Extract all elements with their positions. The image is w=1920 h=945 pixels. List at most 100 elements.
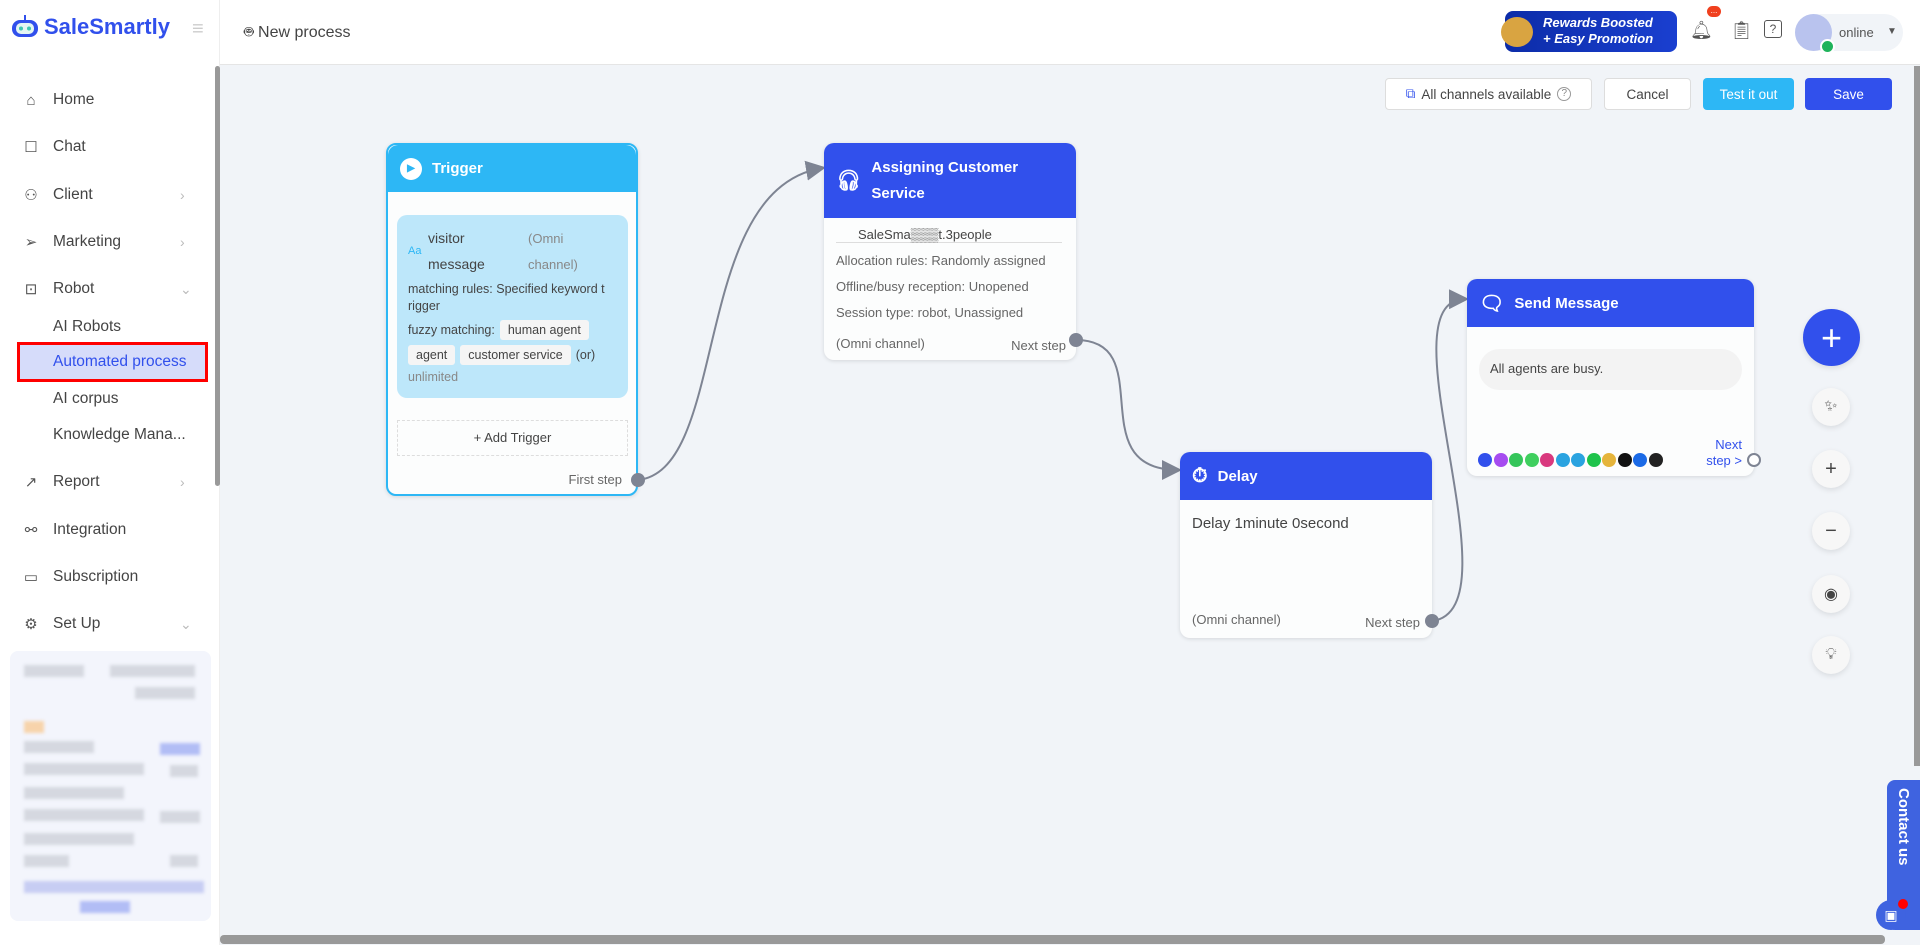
trigger-node[interactable]: ▶Trigger Aa visitor message (Omni channe… (386, 143, 645, 496)
add-node-button[interactable]: + (1803, 309, 1860, 366)
sidebar-item-label: Knowledge Mana... (53, 426, 186, 443)
delay-node[interactable]: ⏱︎Delay Delay 1minute 0second (Omni chan… (1180, 452, 1439, 638)
sidebar-item-chat[interactable]: ☐ Chat (0, 130, 205, 164)
sidebar-item-robot[interactable]: ⊡Robot⌄ (0, 272, 205, 306)
telegram-bot-icon (1555, 453, 1570, 467)
promo-line-1: Rewards Boosted (1543, 15, 1653, 30)
trigger-condition[interactable]: Aa visitor message (Omni channel) matchi… (397, 215, 628, 398)
sidebar-item-label: Home (53, 91, 95, 108)
sidebar-item-knowledge-mana[interactable]: Knowledge Mana... (0, 418, 205, 452)
chevron-icon: ⌄ (180, 280, 192, 297)
logo[interactable]: SaleSmartly (10, 13, 170, 41)
clipboard-icon[interactable]: 📋︎ (1730, 20, 1753, 40)
unread-dot (1898, 899, 1908, 909)
fuzzy-keywords: fuzzy matching: human agent agent custom… (408, 320, 620, 365)
cancel-button[interactable]: Cancel (1604, 78, 1691, 110)
sidebar-item-ai-corpus[interactable]: AI corpus (0, 382, 205, 416)
timer-icon: ⏱︎ (1192, 464, 1208, 487)
whatsapp-icon (1524, 453, 1539, 467)
trigger-header: ▶Trigger (388, 145, 636, 192)
notification-badge: ... (1707, 6, 1721, 17)
chevron-icon: › (180, 474, 185, 490)
assign-node[interactable]: 🎧︎Assigning Customer Service SaleSma▒▒▒t… (824, 143, 1083, 360)
first-step-handle[interactable] (631, 473, 645, 487)
matching-rules: matching rules: Specified keyword t rigg… (408, 282, 605, 313)
sidebar-item-label: Chat (53, 138, 86, 155)
sidebar-item-subscription[interactable]: ▭ Subscription (0, 560, 205, 594)
robot-logo-icon (12, 15, 38, 37)
sidebar-item-marketing[interactable]: ➢Marketing› (0, 225, 205, 259)
sidebar-item-label: Set Up (53, 615, 101, 632)
vertical-scrollbar[interactable] (1914, 66, 1920, 766)
zoom-out-icon[interactable]: − (1812, 512, 1850, 550)
sidebar-item-automated-process[interactable]: Automated process (17, 342, 208, 382)
sidebar-item-client[interactable]: ⚇Client› (0, 178, 205, 212)
page-title: 🤖︎ New process (244, 24, 351, 41)
chevron-icon: ⌄ (180, 615, 192, 632)
sidebar-item-label: Automated process (53, 353, 187, 370)
wallet-icon: ▭ (23, 569, 39, 586)
horizontal-scrollbar[interactable] (220, 935, 1885, 944)
sidebar-item-report[interactable]: ↗Report› (0, 465, 205, 499)
promo-banner[interactable]: Rewards Boosted+ Easy Promotion (1501, 11, 1677, 52)
status-label: online (1839, 25, 1874, 40)
user-status-dropdown[interactable]: online ▼ (1795, 14, 1903, 54)
chat-icon: ☐ (24, 139, 38, 156)
send-message-node[interactable]: 🗨︎Send Message All agents are busy. Next… (1467, 279, 1761, 476)
add-trigger-button[interactable]: + Add Trigger (397, 420, 628, 456)
delay-header: ⏱︎Delay (1180, 452, 1432, 500)
sidebar-item-integration[interactable]: ⚯Integration (0, 513, 205, 547)
sidebar-item-label: Subscription (53, 568, 139, 585)
chevron-icon: › (180, 234, 185, 250)
home-icon: ⌂ (26, 91, 36, 109)
next-step-handle[interactable] (1747, 453, 1761, 467)
sidebar-item-label: Client (53, 186, 93, 203)
text-type-icon: Aa (408, 245, 422, 257)
assign-header: 🎧︎Assigning Customer Service (824, 143, 1076, 218)
next-step-handle[interactable] (1069, 333, 1083, 347)
channel-icons (1478, 453, 1664, 467)
sidebar-item-ai-robots[interactable]: AI Robots (0, 310, 205, 344)
locate-icon[interactable]: ◉ (1812, 575, 1850, 613)
message-bubble: All agents are busy. (1479, 349, 1742, 390)
lightbulb-icon[interactable]: 💡︎ (1812, 636, 1850, 674)
account-info-panel-blurred (10, 651, 211, 921)
client-icon: ⚇ (24, 187, 38, 204)
robot-icon: 🤖︎ (244, 24, 259, 41)
integration-icon: ⚯ (24, 522, 38, 539)
bell-icon[interactable]: 🔔︎ (1690, 20, 1713, 40)
connector-delay-send (1431, 289, 1469, 622)
keyword-chip: customer service (460, 345, 571, 365)
magic-wand-icon[interactable]: ✨︎ (1812, 388, 1850, 426)
caret-down-icon: ▼ (1887, 26, 1897, 37)
sidebar-item-label: AI corpus (53, 390, 119, 407)
sidebar-item-home[interactable]: ⌂ Home (0, 83, 205, 117)
zoom-in-icon[interactable]: + (1812, 450, 1850, 488)
sidebar-item-set-up[interactable]: ⚙ Set Up ⌄ (0, 607, 205, 641)
menu-collapse-icon[interactable]: ≡ (192, 18, 204, 40)
save-button[interactable]: Save (1805, 78, 1892, 110)
keyword-chip: agent (408, 345, 456, 365)
whatsapp-api-icon (1509, 453, 1523, 467)
promo-line-2: + Easy Promotion (1543, 31, 1654, 46)
zalo-icon (1633, 453, 1647, 467)
gear-icon: ⚙ (24, 616, 38, 633)
send-icon: ➢ (24, 234, 38, 251)
next-step-handle[interactable] (1425, 614, 1439, 628)
instagram-icon (1540, 453, 1554, 467)
coin-icon (1501, 17, 1533, 47)
test-button[interactable]: Test it out (1703, 78, 1794, 110)
help-icon[interactable]: ? (1764, 20, 1782, 38)
help-circle-icon[interactable]: ? (1557, 87, 1572, 101)
sidebar-scrollbar[interactable] (215, 66, 220, 486)
sidebar-item-label: Report (53, 473, 100, 490)
channels-button[interactable]: ⧉All channels available? (1385, 78, 1592, 110)
telegram-icon (1571, 453, 1585, 467)
avatar (1795, 14, 1835, 54)
keyword-chip: human agent (499, 320, 589, 340)
sidebar-item-label: Robot (53, 280, 95, 297)
top-header: 🤖︎ New process Rewards Boosted+ Easy Pro… (220, 0, 1920, 65)
message-icon: 🗨︎ (1479, 292, 1505, 315)
next-step-link[interactable]: Next step > (1706, 437, 1742, 468)
